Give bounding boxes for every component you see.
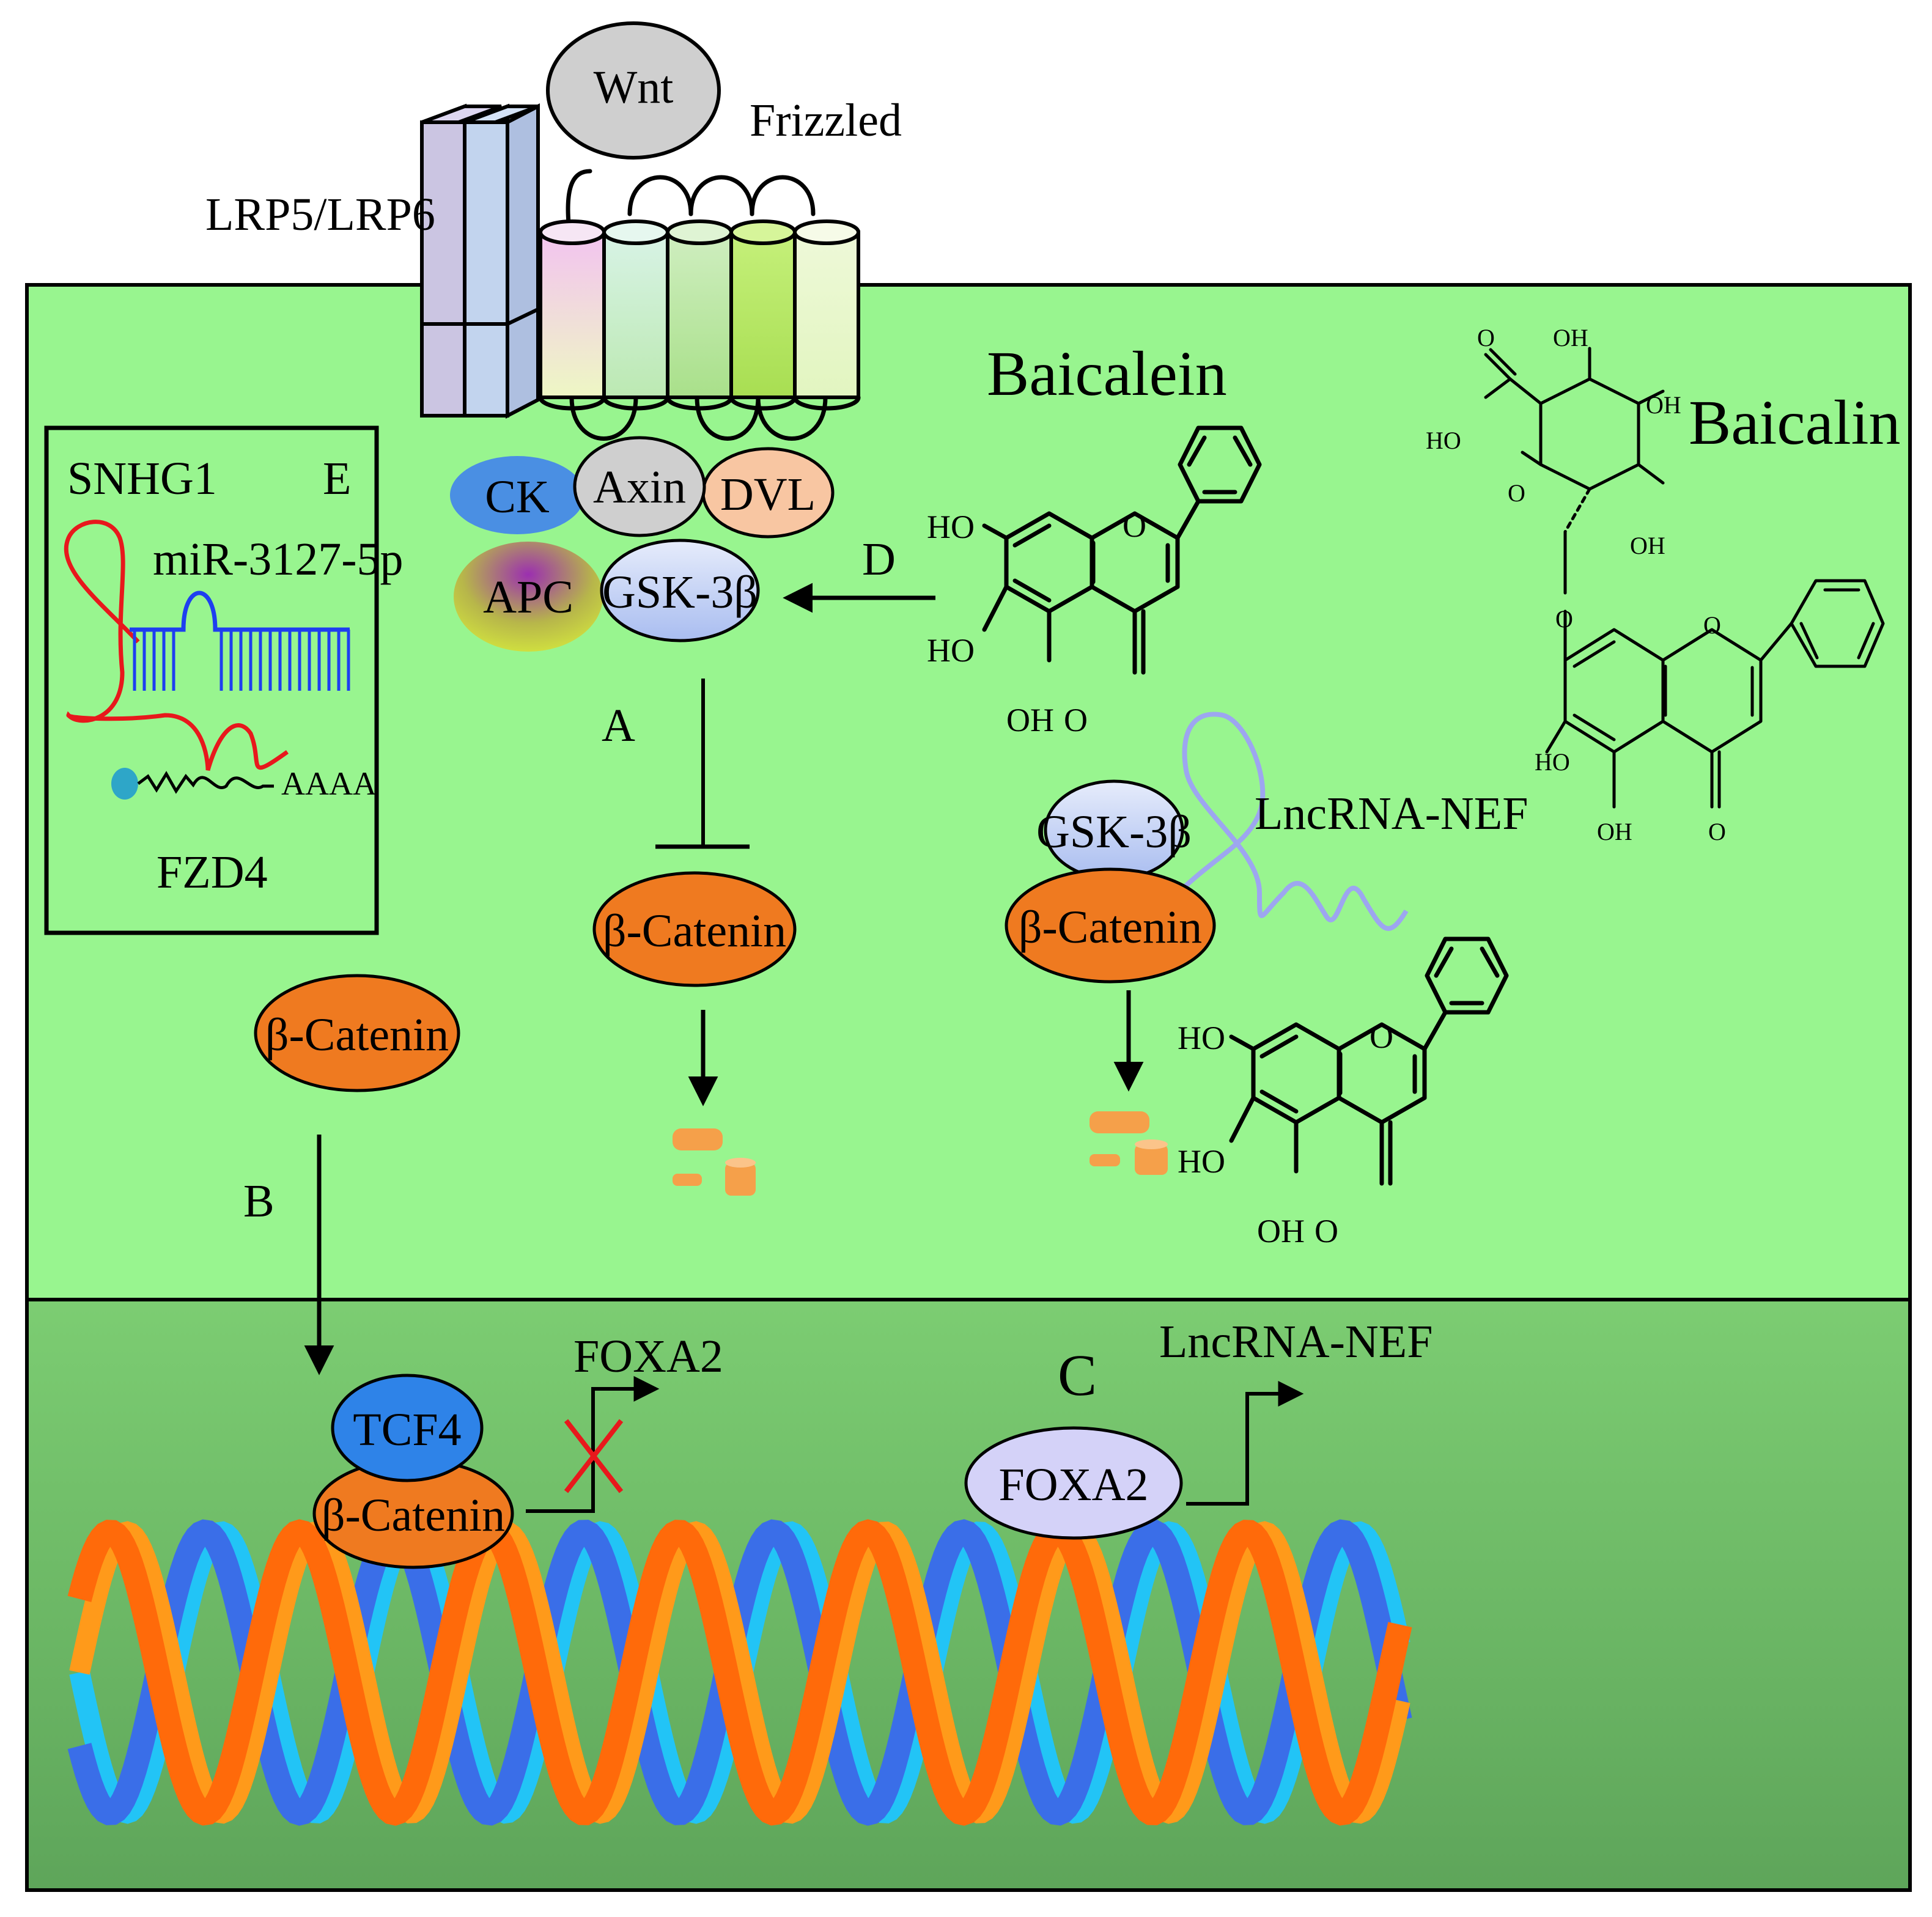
label-d: D bbox=[862, 534, 896, 585]
baicalein-structure-lower bbox=[1229, 936, 1509, 1186]
baicalein-o-carbonyl: O bbox=[1064, 702, 1088, 738]
tcf4-protein bbox=[331, 1374, 484, 1482]
wnt-ligand bbox=[546, 21, 721, 160]
mir-label: miR-3127-5p bbox=[153, 534, 404, 585]
blocked-cross bbox=[564, 1419, 624, 1493]
baicalein-lower-o-carbonyl: O bbox=[1314, 1213, 1338, 1249]
baicalein-structure bbox=[982, 425, 1262, 675]
wnt-label: Wnt bbox=[594, 62, 674, 113]
baicalein-oh-bottom: OH bbox=[1006, 702, 1054, 738]
baicalein-ho-mid: HO bbox=[927, 632, 975, 669]
axin-protein bbox=[573, 436, 706, 537]
fzd4-label: FZD4 bbox=[157, 847, 268, 898]
axin-label: Axin bbox=[593, 462, 686, 513]
beta-catenin-nef-label: β-Catenin bbox=[1019, 902, 1202, 953]
ck-protein bbox=[450, 456, 584, 534]
beta-catenin-nef-complex bbox=[1005, 867, 1216, 984]
lncrna-nef-gene-label: LncRNA-NEF bbox=[1159, 1316, 1433, 1367]
foxa2-protein-label: FOXA2 bbox=[999, 1459, 1149, 1510]
snhg1-rna bbox=[64, 520, 289, 771]
baicalin-oh-core: OH bbox=[1597, 818, 1632, 845]
baicalin-ho-acid: HO bbox=[1426, 427, 1461, 454]
baicalin-o-link: O bbox=[1555, 605, 1573, 633]
label-e: E bbox=[323, 453, 351, 504]
foxa2-gene-label: FOXA2 bbox=[573, 1331, 723, 1382]
label-b: B bbox=[243, 1176, 275, 1227]
beta-catenin-free bbox=[254, 974, 460, 1092]
baicalin-o-carbonyl: O bbox=[1708, 818, 1726, 845]
dvl-label: DVL bbox=[720, 469, 816, 520]
apc-protein bbox=[454, 542, 603, 652]
cell-boundary bbox=[25, 283, 1912, 1892]
baicalin-oh-top: OH bbox=[1553, 324, 1588, 351]
baicalein-lower-o-ring: O bbox=[1370, 1018, 1393, 1055]
baicalin-oh-right2: OH bbox=[1630, 532, 1665, 559]
foxa2-protein bbox=[964, 1426, 1183, 1540]
beta-catenin-destruction bbox=[592, 871, 797, 987]
baicalin-label: Baicalin bbox=[1689, 388, 1901, 458]
baicalein-ho-top: HO bbox=[927, 509, 975, 545]
baicalin-structure bbox=[1484, 347, 1885, 809]
baicalin-o-flavone: O bbox=[1703, 611, 1721, 639]
foxa2-promoter-arrow bbox=[526, 1376, 660, 1513]
baicalin-o-acid: O bbox=[1477, 324, 1495, 351]
dna-double-helix bbox=[67, 1519, 1412, 1826]
fzd4-mrna bbox=[111, 768, 274, 800]
gsk3b-protein bbox=[600, 539, 760, 642]
lrp-label: LRP5/LRP6 bbox=[205, 189, 435, 240]
snhg1-label: SNHG1 bbox=[67, 453, 217, 504]
degraded-fragments-a bbox=[673, 1128, 756, 1196]
lncrna-nef-cyto-label: LncRNA-NEF bbox=[1255, 788, 1528, 839]
gsk3b-nef-label: GSK-3β bbox=[1036, 806, 1192, 858]
mirna-duplex bbox=[130, 591, 350, 691]
tcf4-label: TCF4 bbox=[353, 1404, 461, 1455]
baicalein-lower-ho-mid: HO bbox=[1178, 1143, 1225, 1180]
dna-strand-amber bbox=[69, 1521, 1410, 1824]
beta-catenin-nuclear-label: β-Catenin bbox=[322, 1490, 505, 1541]
gsk3b-label: GSK-3β bbox=[602, 567, 758, 618]
frizzled-label: Frizzled bbox=[750, 95, 902, 146]
frizzled-receptor bbox=[538, 169, 861, 441]
lncrna-nef-transcript bbox=[1178, 712, 1409, 931]
baicalin-ho-core: HO bbox=[1535, 748, 1570, 776]
apc-label: APC bbox=[483, 572, 573, 623]
degraded-fragments-right bbox=[1090, 1111, 1168, 1175]
polya-label: AAAA bbox=[281, 765, 377, 802]
label-a: A bbox=[602, 700, 635, 751]
baicalein-o-ring: O bbox=[1123, 507, 1146, 544]
baicalein-label: Baicalein bbox=[987, 339, 1227, 409]
baicalin-oh-right1: OH bbox=[1646, 391, 1681, 419]
lncrna-nef-promoter-arrow bbox=[1186, 1381, 1304, 1506]
baicalin-o-ring: O bbox=[1508, 479, 1525, 507]
label-c: C bbox=[1058, 1342, 1097, 1408]
lrp5-lrp6-receptor bbox=[420, 103, 540, 419]
baicalein-lower-ho-top: HO bbox=[1178, 1020, 1225, 1056]
baicalein-lower-oh: OH bbox=[1257, 1213, 1305, 1249]
beta-catenin-free-label: β-Catenin bbox=[265, 1009, 449, 1061]
dna-strand-orange bbox=[67, 1519, 1412, 1826]
beta-catenin-destruction-label: β-Catenin bbox=[603, 905, 786, 957]
ck-label: CK bbox=[485, 471, 550, 523]
snhg1-box bbox=[44, 425, 379, 935]
